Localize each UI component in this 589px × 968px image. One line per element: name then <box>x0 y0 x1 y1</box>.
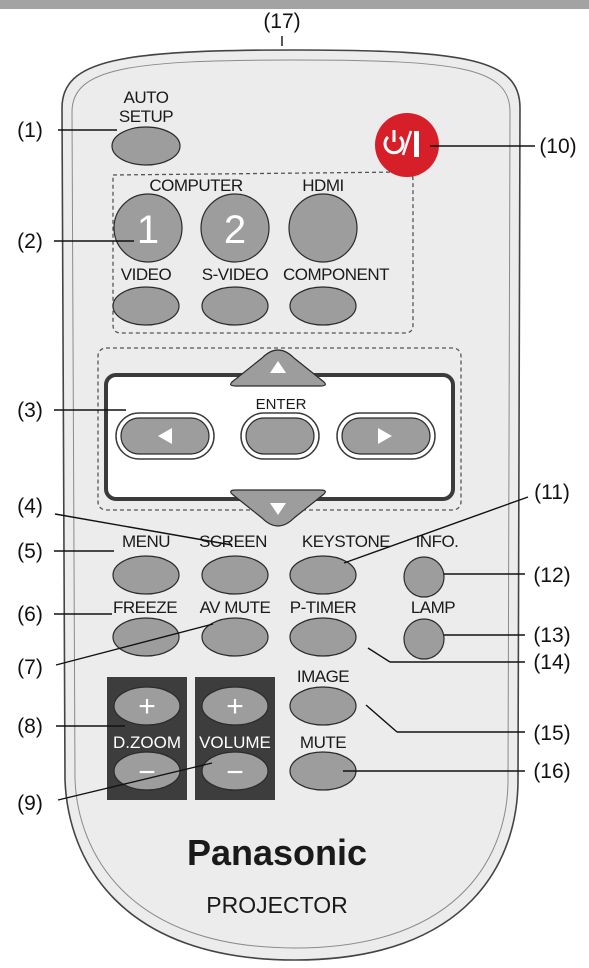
callout-4: (4) <box>17 495 43 518</box>
right-arrow-icon <box>378 428 392 444</box>
leader-4 <box>54 513 233 546</box>
callout-11: (11) <box>534 481 570 504</box>
ptimer-button[interactable] <box>289 617 357 657</box>
left-arrow-icon <box>158 428 172 444</box>
freeze-label: FREEZE <box>113 598 177 617</box>
keystone-label: KEYSTONE <box>302 532 390 551</box>
callout-15: (15) <box>533 722 570 745</box>
screen-button[interactable] <box>201 555 269 595</box>
avmute-button[interactable] <box>201 617 269 657</box>
callout-14: (14) <box>533 651 570 674</box>
computer2-digit: 2 <box>224 208 246 252</box>
callout-8: (8) <box>17 715 43 738</box>
enter-label: ENTER <box>256 396 307 413</box>
hdmi-label: HDMI <box>302 176 343 195</box>
callout-10: (10) <box>539 135 576 158</box>
freeze-button[interactable] <box>112 617 180 657</box>
leader-7 <box>55 623 214 666</box>
ptimer-label: P-TIMER <box>290 598 357 617</box>
callout-16: (16) <box>533 760 570 783</box>
callout-6: (6) <box>17 603 43 626</box>
computer2-button[interactable] <box>200 193 270 263</box>
callout-7: (7) <box>17 656 43 679</box>
callout-3: (3) <box>17 399 43 422</box>
volume-minus-icon: − <box>226 756 244 789</box>
image-label: IMAGE <box>297 667 349 686</box>
mute-label: MUTE <box>300 733 346 752</box>
leader-15a <box>365 704 398 733</box>
video-label: VIDEO <box>121 265 172 284</box>
top-bar <box>0 0 589 9</box>
lamp-button[interactable] <box>403 618 445 660</box>
avmute-label: AV MUTE <box>200 598 271 617</box>
volume-label: VOLUME <box>199 733 271 752</box>
computer-label: COMPUTER <box>149 176 243 195</box>
screen-label: SCREEN <box>199 532 267 551</box>
callout-9: (9) <box>17 792 43 815</box>
computer1-button[interactable] <box>113 193 183 263</box>
up-arrow-icon <box>270 361 286 373</box>
leader-9 <box>57 762 213 801</box>
dzoom-plus-icon: + <box>138 690 156 723</box>
callout-1: (1) <box>17 119 43 142</box>
info-label: INFO. <box>416 532 459 551</box>
callout-12: (12) <box>533 564 570 587</box>
lamp-label: LAMP <box>411 598 455 617</box>
video-button[interactable] <box>112 286 180 326</box>
remote-body-inner-edge <box>71 59 511 949</box>
auto-setup-button[interactable] <box>111 126 181 166</box>
enter-button[interactable] <box>245 417 315 455</box>
down-arrow-icon <box>270 503 286 515</box>
svideo-button[interactable] <box>201 286 269 326</box>
volume-minus-button[interactable] <box>201 751 269 791</box>
power-icon <box>383 130 419 157</box>
product-label: PROJECTOR <box>206 892 347 918</box>
menu-button[interactable] <box>112 555 180 595</box>
brand-logo: Panasonic <box>187 832 367 873</box>
svideo-label: S-VIDEO <box>202 265 269 284</box>
info-button[interactable] <box>403 556 445 598</box>
dzoom-label: D.ZOOM <box>113 733 181 752</box>
keystone-button[interactable] <box>289 555 357 595</box>
hdmi-button[interactable] <box>288 193 358 263</box>
callout-17: (17) <box>263 10 300 33</box>
image-button[interactable] <box>289 686 357 726</box>
auto-setup-label-2: SETUP <box>119 107 173 126</box>
callout-5: (5) <box>17 540 43 563</box>
menu-label: MENU <box>122 532 170 551</box>
computer1-digit: 1 <box>137 208 159 252</box>
volume-plus-icon: + <box>226 690 244 723</box>
leader-14a <box>367 647 391 663</box>
component-button[interactable] <box>289 286 357 326</box>
auto-setup-label-1: AUTO <box>124 88 169 107</box>
dzoom-plus-button[interactable] <box>113 686 181 726</box>
component-label: COMPONENT <box>283 265 389 284</box>
callout-2: (2) <box>17 230 43 253</box>
dzoom-minus-icon: − <box>138 756 156 789</box>
leader-11 <box>343 496 529 564</box>
volume-plus-button[interactable] <box>201 686 269 726</box>
callout-13: (13) <box>533 624 570 647</box>
